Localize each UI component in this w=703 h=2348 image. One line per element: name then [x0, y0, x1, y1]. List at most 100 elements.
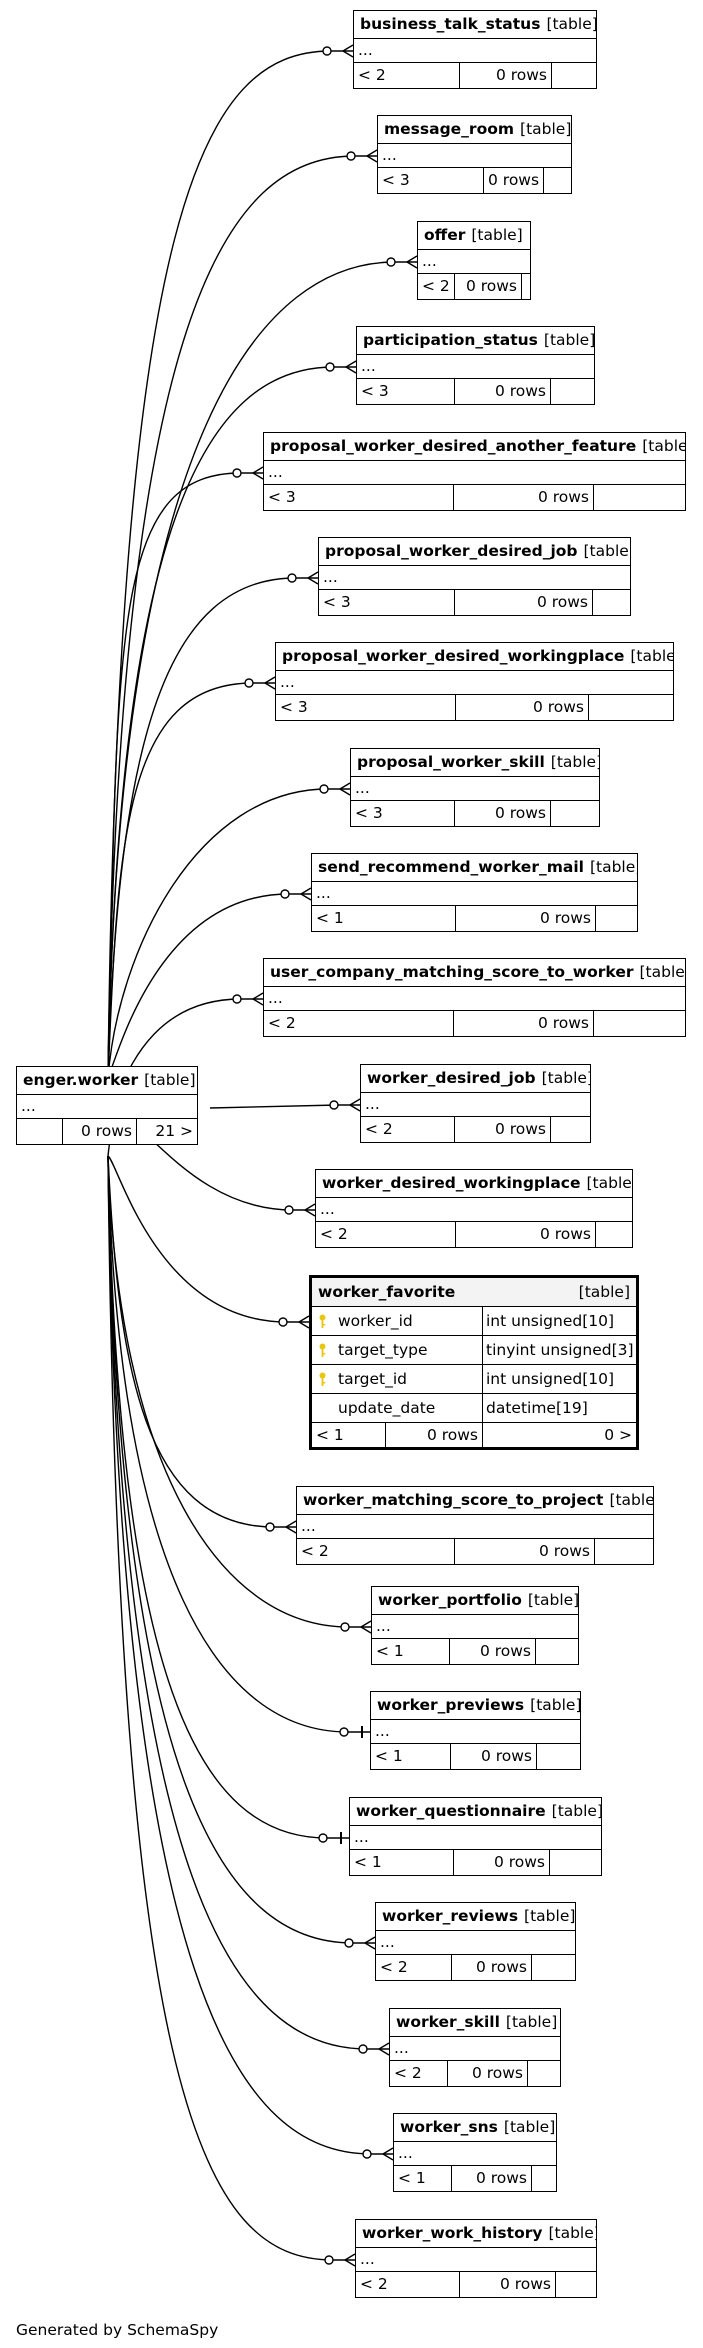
- table-name: send_recommend_worker_mail: [318, 858, 584, 876]
- child-table-proposal-worker-desired-another-feature[interactable]: proposal_worker_desired_another_feature […: [263, 432, 686, 511]
- main-table-enger-worker[interactable]: enger.worker [table] ... 0 rows 21 >: [16, 1066, 198, 1145]
- table-header: business_talk_status[table]: [354, 11, 596, 38]
- relationship-proposal-worker-skill: [107, 782, 351, 1079]
- parents-count: < 1: [372, 1639, 450, 1664]
- row-count: 0 rows: [484, 168, 544, 193]
- children-count: [551, 801, 599, 826]
- table-header: worker_reviews[table]: [376, 1903, 575, 1930]
- table-name: offer: [424, 226, 466, 244]
- table-header: worker_favorite [table]: [312, 1278, 636, 1307]
- table-name: message_room: [384, 120, 515, 138]
- table-elided-columns: ...: [319, 565, 630, 589]
- children-count: 21 >: [155, 1122, 193, 1140]
- parents-count: < 1: [312, 1423, 386, 1447]
- table-tag: [table]: [530, 1696, 580, 1714]
- column-row[interactable]: update_date datetime[19]: [312, 1394, 636, 1423]
- column-name-text: update_date: [338, 1399, 436, 1417]
- relationship-message-room: [107, 149, 378, 1079]
- table-elided-columns: ...: [372, 1614, 578, 1638]
- table-name: worker_portfolio: [378, 1591, 522, 1609]
- table-elided-columns: ...: [378, 143, 571, 167]
- table-name: proposal_worker_desired_job: [325, 542, 578, 560]
- row-count: 0 rows: [452, 2166, 532, 2191]
- child-table-user-company-matching-score-to-worker[interactable]: user_company_matching_score_to_worker[ta…: [263, 958, 686, 1037]
- row-count: 0 rows: [455, 379, 551, 404]
- row-count: 0 rows: [454, 1011, 594, 1036]
- table-header: worker_questionnaire[table]: [350, 1798, 601, 1825]
- row-count: 0 rows: [454, 485, 594, 510]
- table-tag: [table]: [586, 1174, 633, 1192]
- column-name: worker_id: [312, 1307, 483, 1335]
- table-tag: [table]: [550, 753, 599, 771]
- parents-count: < 3: [351, 801, 455, 826]
- relationship-proposal-worker-desired-another-feature: [107, 466, 264, 1079]
- parents-count: < 3: [378, 168, 484, 193]
- table-header: enger.worker [table]: [17, 1067, 197, 1094]
- row-count: 0 rows: [452, 1955, 532, 1980]
- children-count: 0 >: [604, 1426, 632, 1444]
- row-count: 0 rows: [455, 1117, 551, 1142]
- table-tag: [table]: [505, 2013, 558, 2031]
- table-header: worker_skill[table]: [390, 2009, 560, 2036]
- parents-count: < 2: [297, 1539, 455, 1564]
- table-tag: [table]: [642, 437, 685, 455]
- table-elided-columns: ...: [17, 1094, 197, 1118]
- row-count: 0 rows: [460, 2272, 556, 2297]
- child-table-proposal-worker-desired-workingplace[interactable]: proposal_worker_desired_workingplace[tab…: [275, 642, 674, 721]
- parents-count: < 2: [354, 63, 460, 88]
- relationship-worker-skill: [107, 1155, 390, 2056]
- column-type: datetime[19]: [486, 1399, 588, 1417]
- column-type: int unsigned[10]: [486, 1370, 615, 1388]
- parents-count: < 1: [394, 2166, 452, 2191]
- parents-count: [17, 1119, 63, 1144]
- children-count: [550, 1850, 601, 1875]
- table-tag: [table]: [551, 1802, 601, 1820]
- table-header: worker_desired_workingplace [table]: [316, 1170, 632, 1197]
- table-header: worker_previews[table]: [371, 1692, 580, 1719]
- table-name: enger.worker: [23, 1071, 139, 1089]
- child-table-worker-desired-workingplace[interactable]: worker_desired_workingplace[table]...< 2…: [315, 1169, 633, 1248]
- row-count: 0 rows: [448, 2061, 528, 2086]
- row-count: 0 rows: [450, 1639, 536, 1664]
- table-name: worker_desired_workingplace: [322, 1174, 581, 1192]
- relationship-worker-previews: [107, 1155, 370, 1738]
- table-elided-columns: ...: [316, 1197, 632, 1221]
- primary-key-icon: [319, 1372, 326, 1386]
- primary-key-icon: [319, 1314, 326, 1328]
- children-count: [532, 2166, 556, 2191]
- children-count: [544, 168, 571, 193]
- child-table-worker-matching-score-to-project[interactable]: worker_matching_score_to_project[table].…: [296, 1486, 654, 1565]
- table-name: proposal_worker_skill: [357, 753, 545, 771]
- child-table-proposal-worker-desired-job[interactable]: proposal_worker_desired_job[table]...< 3…: [318, 537, 631, 616]
- table-tag: [table]: [471, 226, 523, 244]
- parents-count: < 2: [418, 274, 455, 299]
- parents-count: < 1: [371, 1744, 451, 1769]
- column-name: target_type: [312, 1336, 483, 1364]
- table-header: worker_desired_job[table]: [361, 1065, 590, 1092]
- table-name: proposal_worker_desired_another_feature: [270, 437, 637, 455]
